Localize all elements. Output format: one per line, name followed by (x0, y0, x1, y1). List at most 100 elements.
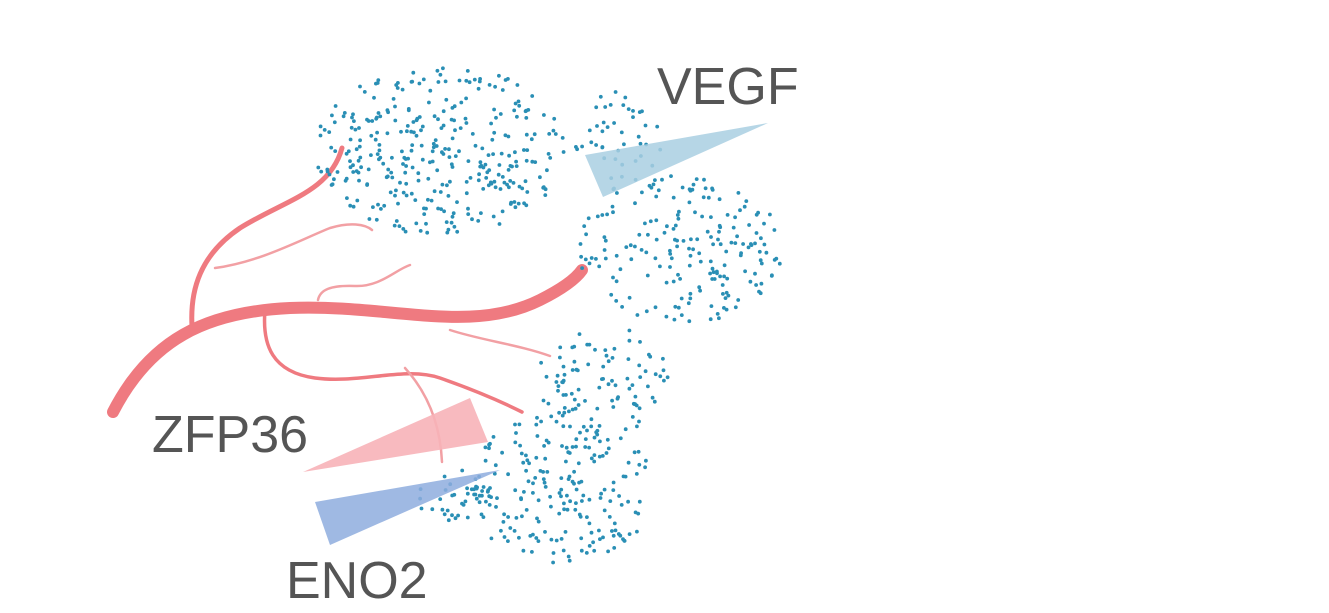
dot (567, 474, 572, 479)
dot (394, 188, 398, 193)
dot (446, 194, 451, 198)
dot (527, 461, 531, 466)
dot (777, 261, 782, 266)
vessel-upper-branch (189, 145, 345, 329)
dot (638, 141, 643, 146)
dot (513, 205, 518, 210)
dot (623, 427, 628, 432)
dot (479, 211, 483, 216)
dot (435, 168, 440, 173)
dot (512, 200, 517, 204)
dot (441, 66, 445, 71)
dot (633, 201, 637, 206)
dot (709, 235, 713, 239)
dot (378, 114, 383, 119)
dot (668, 265, 672, 269)
dot (587, 445, 591, 450)
dot (435, 68, 440, 73)
dot (635, 313, 640, 317)
dot (602, 508, 607, 513)
dot (376, 78, 381, 82)
dot (442, 474, 447, 479)
dot (661, 356, 665, 361)
dot (562, 372, 567, 377)
dot (708, 271, 712, 276)
dot (573, 406, 578, 411)
dot (693, 210, 697, 215)
dot (524, 116, 529, 120)
dot (465, 69, 470, 73)
dot (333, 104, 338, 108)
dot (541, 470, 545, 474)
dot (758, 291, 763, 296)
dot (401, 227, 406, 231)
dot (605, 125, 610, 129)
dot (520, 186, 525, 191)
dot (633, 394, 638, 399)
dot (564, 459, 568, 464)
dot (729, 240, 734, 245)
dot (738, 208, 742, 213)
dot (574, 437, 579, 442)
dot (689, 237, 693, 242)
dot (708, 259, 713, 264)
dot (570, 445, 575, 449)
dot (600, 145, 605, 150)
dot (762, 221, 766, 226)
dot (517, 422, 522, 427)
dot (503, 133, 508, 138)
dot (762, 242, 767, 247)
dot (524, 132, 529, 137)
dot (735, 234, 739, 239)
dot (626, 107, 631, 111)
dot (330, 113, 334, 118)
dot (438, 190, 443, 194)
dot (698, 259, 703, 264)
dot (434, 144, 439, 148)
dot (559, 537, 564, 541)
dot (711, 270, 716, 275)
dot (548, 156, 553, 160)
dot (424, 221, 428, 226)
dot (521, 548, 526, 553)
dot (607, 515, 612, 519)
dot (595, 214, 600, 219)
dot (710, 188, 715, 192)
dot (549, 414, 554, 419)
dot (391, 97, 396, 101)
dot (377, 148, 382, 153)
dot (466, 206, 470, 211)
dot (420, 124, 425, 129)
dot (759, 281, 764, 286)
dot (353, 127, 358, 132)
dot (638, 375, 643, 379)
dot (546, 152, 551, 156)
dot (676, 272, 680, 277)
dot (757, 249, 762, 254)
dot (583, 399, 587, 403)
dot (594, 105, 599, 110)
dot (530, 94, 535, 98)
dot (466, 159, 471, 164)
dot (572, 397, 577, 402)
dot (541, 477, 546, 481)
dot (599, 491, 603, 496)
dot (597, 528, 601, 533)
dot (513, 150, 517, 155)
dot (426, 176, 431, 181)
dot (440, 182, 445, 187)
dot (484, 499, 488, 504)
dot (522, 148, 526, 152)
dot (614, 279, 619, 284)
dot (637, 232, 642, 237)
dot (554, 538, 559, 543)
dot (345, 196, 349, 201)
dot (619, 503, 624, 507)
dot (742, 204, 747, 209)
dot (644, 458, 648, 463)
dot (614, 299, 619, 303)
dot (601, 377, 605, 381)
dot (578, 242, 583, 246)
eno2-gradient-wedge (315, 470, 500, 545)
dot (679, 296, 684, 301)
